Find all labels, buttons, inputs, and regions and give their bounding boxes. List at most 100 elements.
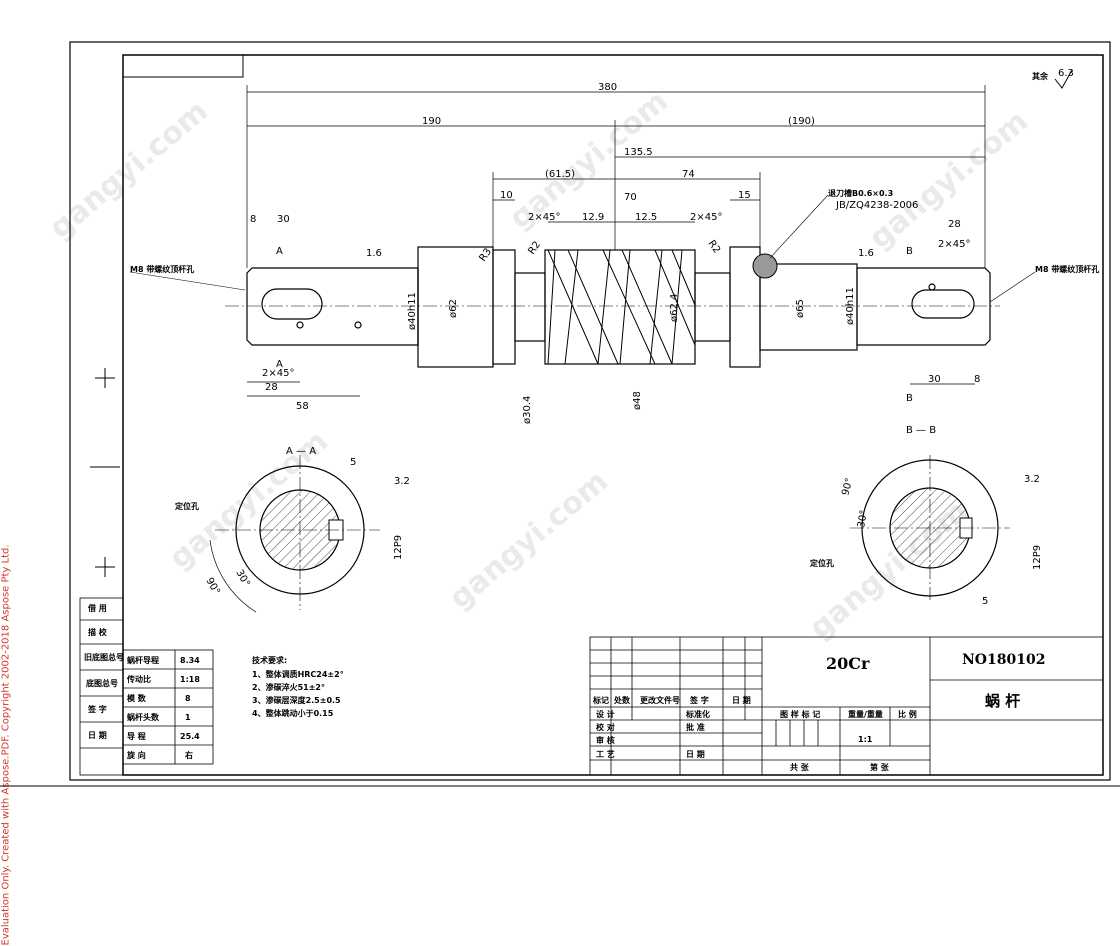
dim-74: 74 bbox=[682, 169, 695, 180]
corner-box bbox=[122, 54, 244, 78]
param-key: 传动比 bbox=[126, 674, 151, 684]
param-value: 8.34 bbox=[180, 656, 200, 665]
rough-symbol bbox=[1054, 69, 1073, 89]
outer-frame bbox=[69, 41, 1111, 781]
material: 20Cr bbox=[826, 654, 870, 673]
param-value: 1 bbox=[185, 713, 191, 722]
sign-cell: 标准化 bbox=[685, 709, 710, 719]
label-locate-hole-b: 定位孔 bbox=[809, 558, 834, 568]
strip-label: 描 校 bbox=[88, 627, 108, 637]
radius-r3: R3 bbox=[477, 247, 494, 264]
side-marks bbox=[90, 368, 120, 577]
rough-3-2-b: 3.2 bbox=[1024, 474, 1040, 485]
header-cell: 标记 bbox=[592, 695, 609, 705]
section-a-top: A bbox=[276, 246, 283, 257]
param-key: 蜗杆头数 bbox=[127, 712, 160, 722]
keyway-width-b: 5 bbox=[982, 596, 988, 607]
stage-label: 图 样 标 记 bbox=[780, 709, 820, 719]
dim-12p9-b: 12P9 bbox=[1032, 545, 1043, 570]
role-cell: 审 核 bbox=[596, 735, 615, 745]
worm-parameter-table bbox=[122, 649, 214, 765]
sign-cell: 批 准 bbox=[686, 722, 705, 732]
title-block-text: 20Cr NO180102 蜗 杆 标记 处数 更改文件号 签 字 日 期 设 … bbox=[592, 652, 1045, 772]
dia-48: ø48 bbox=[632, 391, 643, 410]
label-undercut: 退刀槽B0.6×0.3 bbox=[828, 188, 893, 198]
section-b-b: B — B 3.2 12P9 5 定位孔 90° 30° bbox=[809, 425, 1043, 607]
shaft-outline bbox=[225, 246, 1000, 368]
strip-label: 旧底图总号 bbox=[84, 652, 124, 662]
dim-8-right: 8 bbox=[974, 374, 980, 385]
dim-key30-left: 30 bbox=[277, 214, 290, 225]
dia-62-4: ø62.4 bbox=[669, 294, 680, 322]
param-key: 蜗杆导程 bbox=[127, 655, 159, 665]
tech-item: 4、整体跳动小于0.15 bbox=[252, 708, 334, 718]
param-value: 25.4 bbox=[180, 732, 200, 741]
strip-label: 借 用 bbox=[87, 603, 107, 613]
role-cell: 校 对 bbox=[596, 722, 615, 732]
param-key: 旋 向 bbox=[126, 750, 146, 760]
dim-12-9: 12.9 bbox=[582, 212, 604, 223]
angle-30-a: 30° bbox=[233, 568, 251, 589]
dia-65: ø65 bbox=[795, 299, 806, 318]
title-block-grid bbox=[589, 636, 1104, 776]
technical-requirements: 技术要求: 1、整体调质HRC24±2° 2、渗碳淬火51±2° 3、渗碳层深度… bbox=[252, 655, 344, 718]
strip-label: 日 期 bbox=[88, 730, 107, 740]
label-m8-left: M8 带螺纹顶杆孔 bbox=[130, 264, 194, 274]
radius-r2b: R2 bbox=[706, 238, 723, 255]
watermark-text: gangyi.com bbox=[43, 94, 215, 246]
param-value: 8 bbox=[185, 694, 191, 703]
tech-item: 2、渗碳淬火51±2° bbox=[252, 682, 325, 692]
dim-380: 380 bbox=[598, 82, 617, 93]
dim-chamfer-mid-l: 2×45° bbox=[528, 212, 560, 223]
dim-28-left: 28 bbox=[265, 382, 278, 393]
dim-190-ref: (190) bbox=[788, 116, 815, 127]
annotations: M8 带螺纹顶杆孔 M8 带螺纹顶杆孔 退刀槽B0.6×0.3 JB/ZQ423… bbox=[129, 188, 1099, 404]
label-m8-right: M8 带螺纹顶杆孔 bbox=[1035, 264, 1099, 274]
angle-90-b: 90° bbox=[840, 477, 855, 497]
header-cell: 处数 bbox=[613, 695, 631, 705]
dim-12p9-a: 12P9 bbox=[393, 535, 404, 560]
role-cell: 设 计 bbox=[596, 709, 615, 719]
dim-28-right: 28 bbox=[948, 219, 961, 230]
sheet-number: 第 张 bbox=[870, 762, 890, 772]
role-cell: 工 艺 bbox=[596, 749, 615, 759]
header-cell: 日 期 bbox=[732, 695, 751, 705]
dim-10: 10 bbox=[500, 190, 513, 201]
angle-30-b: 30° bbox=[856, 509, 870, 528]
angle-90-a: 90° bbox=[203, 576, 221, 597]
tech-item: 3、渗碳层深度2.5±0.5 bbox=[252, 695, 341, 705]
dim-190: 190 bbox=[422, 116, 441, 127]
radius-r2: R2 bbox=[526, 240, 543, 257]
label-locate-hole-a: 定位孔 bbox=[174, 501, 199, 511]
section-bb-title: B — B bbox=[906, 425, 936, 436]
dia-62: ø62 bbox=[448, 299, 459, 318]
dim-key30-right: 30 bbox=[928, 374, 941, 385]
param-value: 右 bbox=[184, 750, 193, 760]
dia-40-left: ø40h11 bbox=[407, 292, 418, 330]
dia-40-right: ø40h11 bbox=[845, 287, 856, 325]
keyway-width-a: 5 bbox=[350, 457, 356, 468]
rough-6-3: 6.3 bbox=[1058, 68, 1074, 79]
dia-30-4: ø30.4 bbox=[522, 396, 533, 424]
dim-chamfer-right: 2×45° bbox=[938, 239, 970, 250]
sign-cell: 日 期 bbox=[686, 749, 705, 759]
watermark-text: gangyi.com bbox=[443, 464, 615, 616]
dim-12-5: 12.5 bbox=[635, 212, 657, 223]
weight-label: 重量/重量 bbox=[848, 709, 883, 719]
drawing-number: NO180102 bbox=[962, 652, 1045, 668]
section-a-bottom: A bbox=[276, 359, 283, 370]
tech-title: 技术要求: bbox=[252, 655, 287, 665]
section-b-bottom: B bbox=[906, 393, 913, 404]
sheets-total: 共 张 bbox=[790, 762, 810, 772]
dim-61-5: (61.5) bbox=[545, 169, 575, 180]
dim-15: 15 bbox=[738, 190, 751, 201]
dim-135-5: 135.5 bbox=[624, 147, 653, 158]
dimension-lines bbox=[246, 85, 986, 397]
dimension-text: 380 190 (190) 135.5 (61.5) 70 74 10 15 1… bbox=[250, 82, 980, 424]
header-cell: 更改文件号 bbox=[640, 695, 680, 705]
rough-3-2-a: 3.2 bbox=[394, 476, 410, 487]
left-strip-labels: 借 用 描 校 旧底图总号 底图总号 签 字 日 期 bbox=[84, 603, 124, 740]
rough-1-6-a: 1.6 bbox=[366, 248, 382, 259]
dim-8-left: 8 bbox=[250, 214, 256, 225]
